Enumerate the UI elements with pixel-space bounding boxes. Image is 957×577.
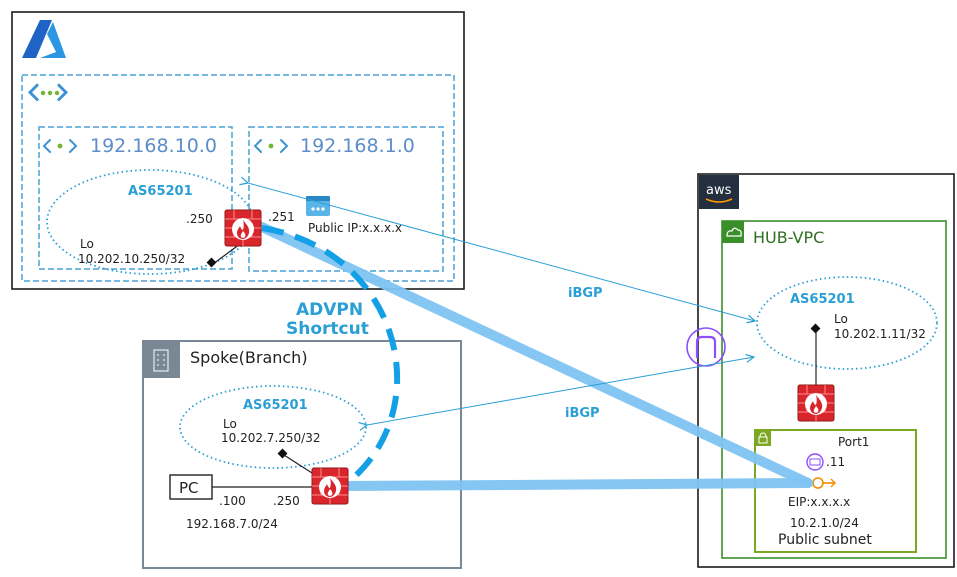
pc-box[interactable]	[169, 474, 213, 500]
vnet-subnet-box-a	[38, 126, 233, 270]
aws-eip: EIP:x.x.x.x	[788, 495, 850, 509]
aws-logo-text: aws	[706, 183, 732, 198]
spoke-lo-connector	[283, 454, 313, 474]
spoke-fw-ip: .250	[273, 494, 300, 508]
spoke-pc-ip: .100	[219, 494, 246, 508]
vnet-icon	[28, 83, 68, 102]
ibgp-link-azure	[248, 183, 755, 321]
spoke-lo-address: 10.202.7.250/32	[221, 431, 320, 445]
advpn-label-line2: Shortcut	[286, 319, 369, 339]
public-ip-icon	[306, 196, 330, 216]
pc-label: PC	[179, 479, 199, 497]
building-icon	[143, 341, 180, 378]
aws-subnet-name: Public subnet	[778, 532, 872, 548]
spoke-box	[142, 340, 462, 569]
vnet-b-cidr: 192.168.1.0	[300, 135, 415, 157]
ibgp-link-spoke	[367, 357, 754, 425]
eip-icon	[812, 477, 836, 489]
spoke-firewall-icon[interactable]	[311, 467, 349, 505]
subnet-lock-shackle	[759, 432, 767, 438]
azure-as-number: AS65201	[128, 184, 193, 199]
subnet-lock-icon	[755, 430, 771, 446]
azure-lo-marker	[206, 257, 217, 268]
spoke-title: Spoke(Branch)	[190, 348, 308, 367]
azure-lo-label: Lo	[80, 237, 94, 251]
subnet-icon-b	[253, 139, 289, 153]
hub-vpc-title: HUB-VPC	[753, 228, 824, 247]
vnet-a-cidr: 192.168.10.0	[90, 135, 217, 157]
aws-lo-address: 10.202.1.11/32	[834, 327, 926, 341]
aws-lo-marker	[810, 323, 821, 334]
tunnel-spoke-to-aws	[341, 478, 813, 491]
azure-logo-icon	[22, 20, 66, 58]
azure-fw-ip-left: .250	[186, 212, 213, 226]
ibgp-label-bottom: iBGP	[565, 406, 600, 421]
azure-firewall-icon[interactable]	[224, 209, 262, 247]
subnet-icon-a	[42, 139, 78, 153]
aws-firewall-icon[interactable]	[797, 384, 835, 422]
aws-port-label: Port1	[838, 435, 869, 449]
spoke-lan-cidr: 192.168.7.0/24	[186, 517, 278, 531]
aws-lo-label: Lo	[834, 312, 848, 326]
azure-fw-ip-right: .251	[268, 210, 295, 224]
spoke-as-number: AS65201	[243, 398, 308, 413]
tunnel-azure-to-aws	[257, 222, 813, 488]
azure-public-ip: Public IP:x.x.x.x	[308, 221, 402, 235]
aws-subnet-cidr: 10.2.1.0/24	[790, 516, 859, 530]
eni-icon	[806, 453, 824, 471]
building-icon-glyph	[153, 349, 169, 372]
ibgp-label-top: iBGP	[568, 286, 603, 301]
azure-lo-connector	[212, 243, 241, 265]
transit-gateway-icon	[686, 327, 726, 367]
public-subnet-box	[754, 429, 917, 553]
azure-lo-address: 10.202.10.250/32	[78, 252, 185, 266]
azure-region-box	[11, 11, 465, 290]
subnet-lock-body	[758, 436, 768, 444]
advpn-label-line1: ADVPN	[296, 300, 363, 320]
spoke-lo-label: Lo	[223, 417, 237, 431]
aws-as-number: AS65201	[790, 292, 855, 307]
aws-port-ip: .11	[826, 455, 845, 469]
aws-as-ellipse	[756, 276, 938, 370]
